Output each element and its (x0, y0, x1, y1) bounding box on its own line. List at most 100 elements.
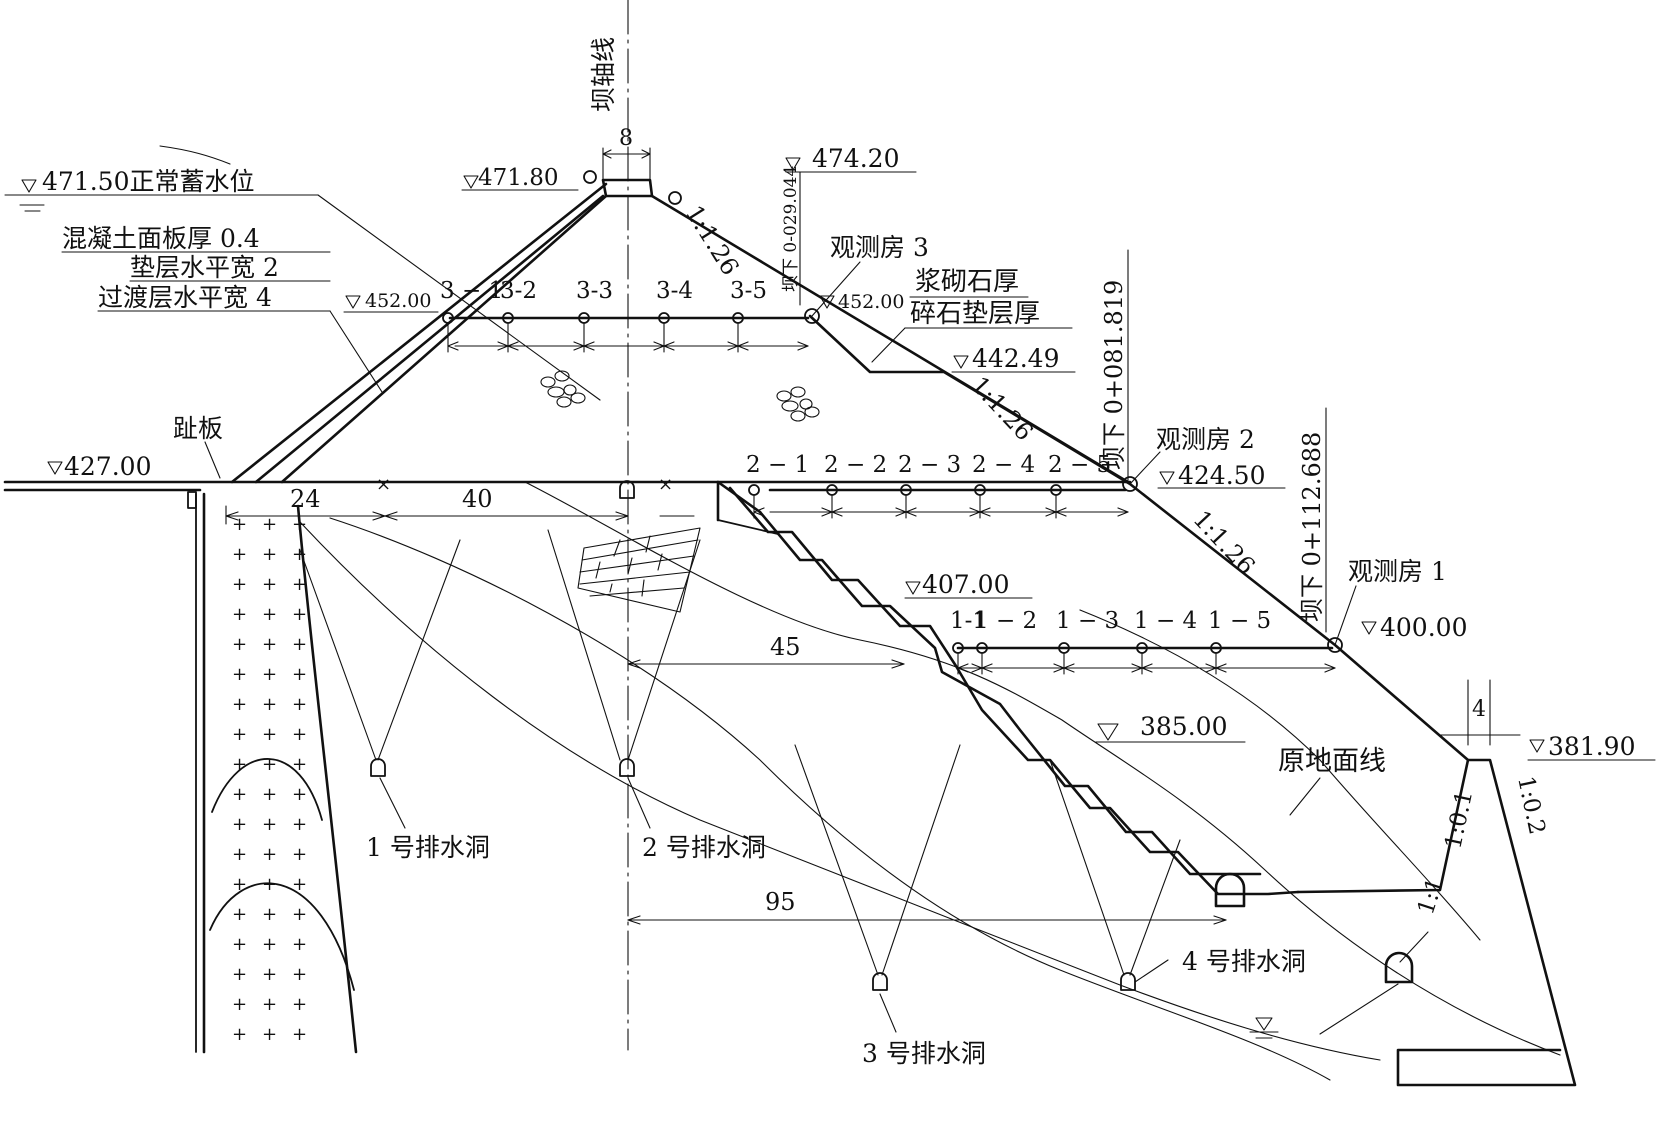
granite-plus-mark: + (292, 934, 307, 955)
granite-plus-mark: + (232, 604, 247, 625)
slope-label-mid: 1:1.26 (966, 371, 1039, 446)
granite-plus-mark: + (262, 574, 277, 595)
tunnel-2-label: 2 号排水洞 (642, 833, 766, 862)
measurement-point-label: 1 − 5 (1208, 608, 1271, 634)
el-452-left-label: 452.00 (365, 290, 431, 312)
granite-plus-mark: + (232, 814, 247, 835)
measurement-point (974, 484, 986, 496)
measurement-point-label: 2 − 4 (972, 452, 1035, 478)
measurement-point-label: 1-1 (950, 608, 987, 634)
dimension-45: 45 (627, 633, 905, 669)
granite-plus-mark: + (292, 754, 307, 775)
granite-plus-mark: + (292, 604, 307, 625)
dimension-base: 24 40 × × (225, 474, 695, 525)
slope-label-0-1: 1:0.1 (1440, 788, 1478, 851)
slope-label-low: 1:1.26 (1188, 505, 1261, 580)
measurement-point-label: 1 − 3 (1056, 608, 1119, 634)
el-381-90-label: 381.90 (1548, 732, 1635, 761)
granite-plus-mark: + (262, 694, 277, 715)
dimension-arrow (1141, 663, 1217, 673)
measurement-point-label: 2 − 2 (824, 452, 887, 478)
toe-slab-block (187, 491, 197, 509)
drainage-gallery-95 (1214, 872, 1246, 908)
obs-room-2-label: 观测房 2 (1156, 425, 1255, 454)
el-427-label: 427.00 (64, 452, 151, 481)
granite-plus-mark: + (292, 784, 307, 805)
granite-plus-mark: + (232, 934, 247, 955)
measurement-point (502, 312, 514, 324)
dimension-arrow (663, 341, 739, 351)
measurement-point (976, 642, 988, 654)
measurement-point-label: 3-2 (500, 278, 537, 304)
measurement-point (732, 312, 744, 324)
el-442-49-label: 442.49 (972, 344, 1059, 373)
granite-plus-mark: + (262, 1024, 277, 1045)
dam-base (3, 480, 1132, 535)
granite-plus-mark: + (232, 634, 247, 655)
measurement-point-label: 3-5 (730, 278, 767, 304)
dim-95: 95 (765, 888, 796, 916)
granite-plus-mark: + (262, 874, 277, 895)
obs-room-1: 观测房 1 (1327, 557, 1447, 653)
granite-plus-mark: + (262, 904, 277, 925)
granite-plus-mark: + (292, 1024, 307, 1045)
elevation-442-49: 442.49 (951, 344, 1076, 373)
marker-x1: × (376, 474, 391, 495)
layer-notes: 混凝土面板厚 0.4 垫层水平宽 2 过渡层水平宽 4 (61, 145, 383, 393)
granite-plus-pattern: ++++++++++++++++++++++++++++++++++++++++… (232, 514, 307, 1045)
transition-layer-label: 过渡层水平宽 4 (98, 283, 272, 312)
granite-plus-mark: + (262, 544, 277, 565)
downstream-protection-notes: 浆砌石厚 碎石垫层厚 (871, 267, 1073, 363)
obs-room-3-label: 观测房 3 (830, 233, 929, 262)
measurement-point (658, 312, 670, 324)
dimension-arrow (583, 341, 665, 351)
dim-4: 4 (1472, 697, 1486, 722)
granite-plus-mark: + (232, 994, 247, 1015)
dimension-4: 4 (1439, 679, 1521, 746)
measurement-point-label: 1 − 2 (974, 608, 1037, 634)
granite-plus-mark: + (292, 694, 307, 715)
granite-plus-mark: + (292, 634, 307, 655)
measurement-point-label: 2 − 3 (898, 452, 961, 478)
granite-plus-mark: + (232, 754, 247, 775)
dimension-arrow (905, 507, 981, 517)
geologic-line-1 (329, 517, 1331, 1081)
granite-plus-mark: + (262, 814, 277, 835)
granite-plus-mark: + (262, 664, 277, 685)
measurement-point (442, 312, 454, 324)
granite-plus-mark: + (292, 964, 307, 985)
pebbles-right (776, 386, 820, 422)
drainage-tunnel-4: 4 号排水洞 (1049, 759, 1306, 991)
granite-plus-mark: + (292, 844, 307, 865)
el-471-80-label: 471.80 (478, 165, 558, 191)
tunnel-3-label: 3 号排水洞 (862, 1039, 986, 1068)
upstream-face-layers (230, 182, 1130, 484)
granite-plus-mark: + (262, 514, 277, 535)
dim-40: 40 (462, 485, 493, 513)
masonry-label: 浆砌石厚 (915, 267, 1019, 297)
granite-plus-mark: + (232, 1024, 247, 1045)
granite-plus-mark: + (232, 874, 247, 895)
drainage-tunnel-2: 2 号排水洞 (547, 480, 766, 862)
obs-room-3: 观测房 3 (804, 233, 929, 324)
measurement-point-label: 3-4 (656, 278, 693, 304)
measurement-point-label: 2 − 5 (1048, 452, 1111, 478)
granite-plus-mark: + (262, 934, 277, 955)
geologic-line-3 (1079, 609, 1481, 941)
station-2-label: 坝下 0+081.819 (1100, 280, 1128, 470)
granite-plus-mark: + (292, 874, 307, 895)
dim-45: 45 (770, 633, 801, 661)
dimension-arrow (753, 507, 833, 517)
granite-plus-mark: + (262, 844, 277, 865)
elevation-427: 427.00 (47, 452, 151, 481)
elevation-385: 385.00 (1095, 712, 1246, 743)
granite-plus-mark: + (232, 724, 247, 745)
granite-plus-mark: + (262, 964, 277, 985)
measurement-point (1050, 484, 1062, 496)
station-3-label: 坝下 0-029.044 (781, 166, 801, 292)
granite-plus-mark: + (232, 544, 247, 565)
granite-plus-mark: + (292, 994, 307, 1015)
